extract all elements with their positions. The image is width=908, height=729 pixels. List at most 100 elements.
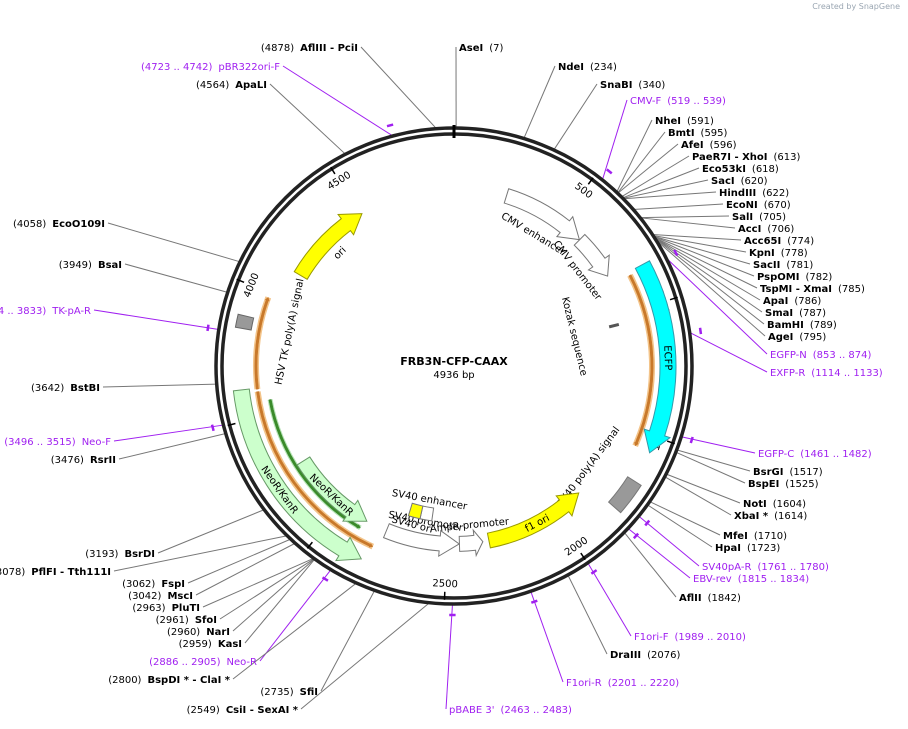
leader-line bbox=[616, 119, 653, 193]
site-name: ApaLI bbox=[235, 80, 267, 91]
enzyme-label-apali: (4564)ApaLI bbox=[196, 80, 267, 91]
site-name: Neo-R bbox=[227, 657, 258, 668]
site-position: (778) bbox=[781, 248, 808, 259]
enzyme-label-bsrdi: (3193)BsrDI bbox=[85, 549, 155, 560]
site-position: (706) bbox=[767, 224, 794, 235]
leader-line bbox=[219, 558, 315, 620]
leader-line bbox=[665, 473, 741, 504]
enzyme-label-kpni: KpnI(778) bbox=[749, 248, 808, 259]
site-position: (787) bbox=[799, 308, 826, 319]
leader-line bbox=[653, 235, 751, 265]
leader-line bbox=[640, 217, 736, 229]
leader-line bbox=[107, 222, 241, 263]
site-position: (613) bbox=[774, 152, 801, 163]
leader-line bbox=[623, 191, 717, 200]
tick-label: 500 bbox=[572, 181, 594, 201]
site-position: (2959) bbox=[179, 639, 212, 650]
site-position: (2963) bbox=[132, 603, 165, 614]
enzyme-label-pspomi: PspOMI(782) bbox=[757, 272, 832, 283]
primer-site-mark bbox=[644, 519, 651, 527]
site-name: RsrII bbox=[90, 455, 116, 466]
enzyme-label-bsrgi: BsrGI(1517) bbox=[753, 467, 823, 478]
primer-site-mark bbox=[530, 599, 538, 604]
enzyme-label-bstbi: (3642)BstBI bbox=[31, 383, 100, 394]
site-position: (340) bbox=[638, 80, 665, 91]
enzyme-label-sacii: SacII(781) bbox=[753, 260, 813, 271]
feature-f1-ori bbox=[486, 492, 580, 549]
enzyme-label-sfoi: (2961)SfoI bbox=[156, 615, 217, 626]
site-name: SfiI bbox=[300, 687, 318, 698]
leader-line bbox=[622, 167, 700, 199]
enzyme-label-acci: AccI(706) bbox=[738, 224, 794, 235]
site-name: EGFP-C bbox=[758, 449, 794, 460]
leader-line bbox=[665, 257, 768, 355]
enzyme-label-mfei: MfeI(1710) bbox=[723, 531, 787, 542]
site-position: (596) bbox=[710, 140, 737, 151]
enzyme-label-bmti: BmtI(595) bbox=[668, 128, 728, 139]
leader-line bbox=[653, 236, 758, 289]
leader-line bbox=[102, 383, 217, 388]
site-name-extra: - SexAI * bbox=[246, 705, 298, 716]
feature-label-hsv-tk-poly-a-signal: HSV TK poly(A) signal bbox=[274, 278, 307, 386]
site-position: (1723) bbox=[747, 543, 780, 554]
site-name: BamHI bbox=[767, 320, 804, 331]
enzyme-label-bamhi: BamHI(789) bbox=[767, 320, 837, 331]
leader-line bbox=[232, 582, 357, 680]
site-position: (234) bbox=[590, 62, 617, 73]
site-position: (2076) bbox=[647, 650, 680, 661]
site-name: SalI bbox=[732, 212, 753, 223]
leader-line bbox=[320, 590, 376, 692]
site-position: (595) bbox=[701, 128, 728, 139]
site-name-extra: - ClaI * bbox=[189, 675, 231, 686]
primer-site-mark bbox=[689, 436, 694, 444]
snapgene-watermark: Created by SnapGene bbox=[812, 2, 900, 11]
site-name: HpaI bbox=[715, 543, 741, 554]
leader-line bbox=[553, 83, 598, 151]
leader-line bbox=[676, 449, 751, 472]
site-name: PflFI bbox=[31, 567, 56, 578]
site-position: (1815 .. 1834) bbox=[738, 574, 810, 585]
leader-lines bbox=[93, 46, 768, 710]
site-position: (782) bbox=[805, 272, 832, 283]
site-position: (781) bbox=[786, 260, 813, 271]
leader-line bbox=[187, 538, 291, 584]
primer-label-pbr322ori-f: (4723 .. 4742)pBR322ori-F bbox=[141, 62, 280, 73]
enzyme-label-noti: NotI(1604) bbox=[743, 499, 806, 510]
site-position: (3476) bbox=[51, 455, 84, 466]
tick-mark bbox=[236, 278, 245, 284]
tick-mark bbox=[306, 541, 313, 549]
orf-arc bbox=[254, 296, 270, 390]
site-position: (786) bbox=[794, 296, 821, 307]
feature-cmv-promoter bbox=[573, 233, 610, 277]
primer-site-mark bbox=[206, 324, 210, 332]
feature-hsv-tk-poly-a-signal bbox=[234, 313, 255, 331]
site-position: (3496 .. 3515) bbox=[4, 437, 76, 448]
site-position: (3193) bbox=[85, 549, 118, 560]
orf-arc bbox=[628, 274, 654, 447]
primer-site-mark bbox=[210, 424, 215, 432]
leader-line bbox=[621, 155, 690, 198]
site-name: MfeI bbox=[723, 531, 748, 542]
site-name: NotI bbox=[743, 499, 767, 510]
primer-site-mark bbox=[673, 249, 679, 257]
site-name: CMV-F bbox=[630, 96, 661, 107]
enzyme-label-smai: SmaI(787) bbox=[765, 308, 826, 319]
tick-mark bbox=[227, 422, 236, 427]
leader-line bbox=[654, 237, 763, 313]
enzyme-label-rsrii: (3476) RsrII bbox=[51, 455, 116, 466]
leader-line bbox=[675, 451, 746, 484]
leader-line bbox=[587, 562, 632, 637]
enzyme-label-ecoo109i: (4058)EcoO109I bbox=[13, 219, 105, 230]
enzyme-label-afei: AfeI(596) bbox=[681, 140, 737, 151]
site-position: (3949) bbox=[59, 260, 92, 271]
site-position: (2961) bbox=[156, 615, 189, 626]
plasmid-name: FRB3N-CFP-CAAX bbox=[400, 355, 508, 368]
enzyme-label-fspi: (3062)FspI bbox=[122, 579, 185, 590]
enzyme-label-pluti: (2963)PluTI bbox=[132, 603, 200, 614]
leader-line bbox=[652, 234, 747, 253]
site-position: (2886 .. 2905) bbox=[149, 657, 221, 668]
site-position: (670) bbox=[764, 200, 791, 211]
site-name: Neo-F bbox=[82, 437, 112, 448]
site-position: (853 .. 874) bbox=[813, 350, 872, 361]
leader-line bbox=[300, 602, 430, 710]
